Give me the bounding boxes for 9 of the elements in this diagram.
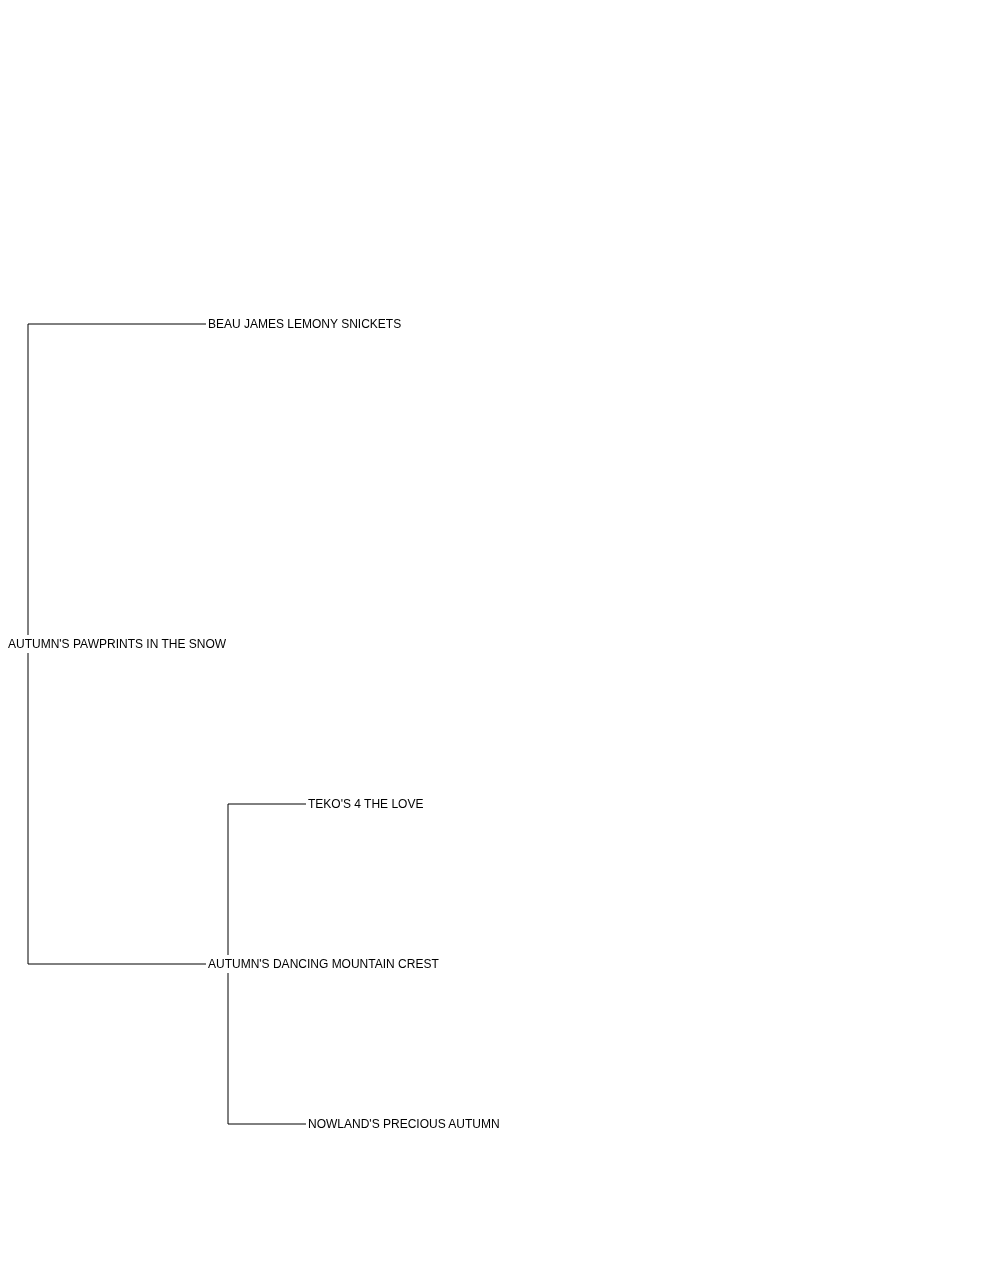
pedigree-connector — [27, 652, 207, 965]
pedigree-connector — [227, 803, 307, 956]
pedigree-name: AUTUMN'S PAWPRINTS IN THE SNOW — [8, 637, 227, 651]
pedigree-name: NOWLAND'S PRECIOUS AUTUMN — [308, 1117, 500, 1131]
pedigree-name: BEAU JAMES LEMONY SNICKETS — [208, 317, 402, 331]
pedigree-connector — [227, 972, 307, 1125]
pedigree-name: AUTUMN'S DANCING MOUNTAIN CREST — [208, 957, 439, 971]
pedigree-connector — [27, 323, 207, 636]
pedigree-name: TEKO'S 4 THE LOVE — [308, 797, 424, 811]
